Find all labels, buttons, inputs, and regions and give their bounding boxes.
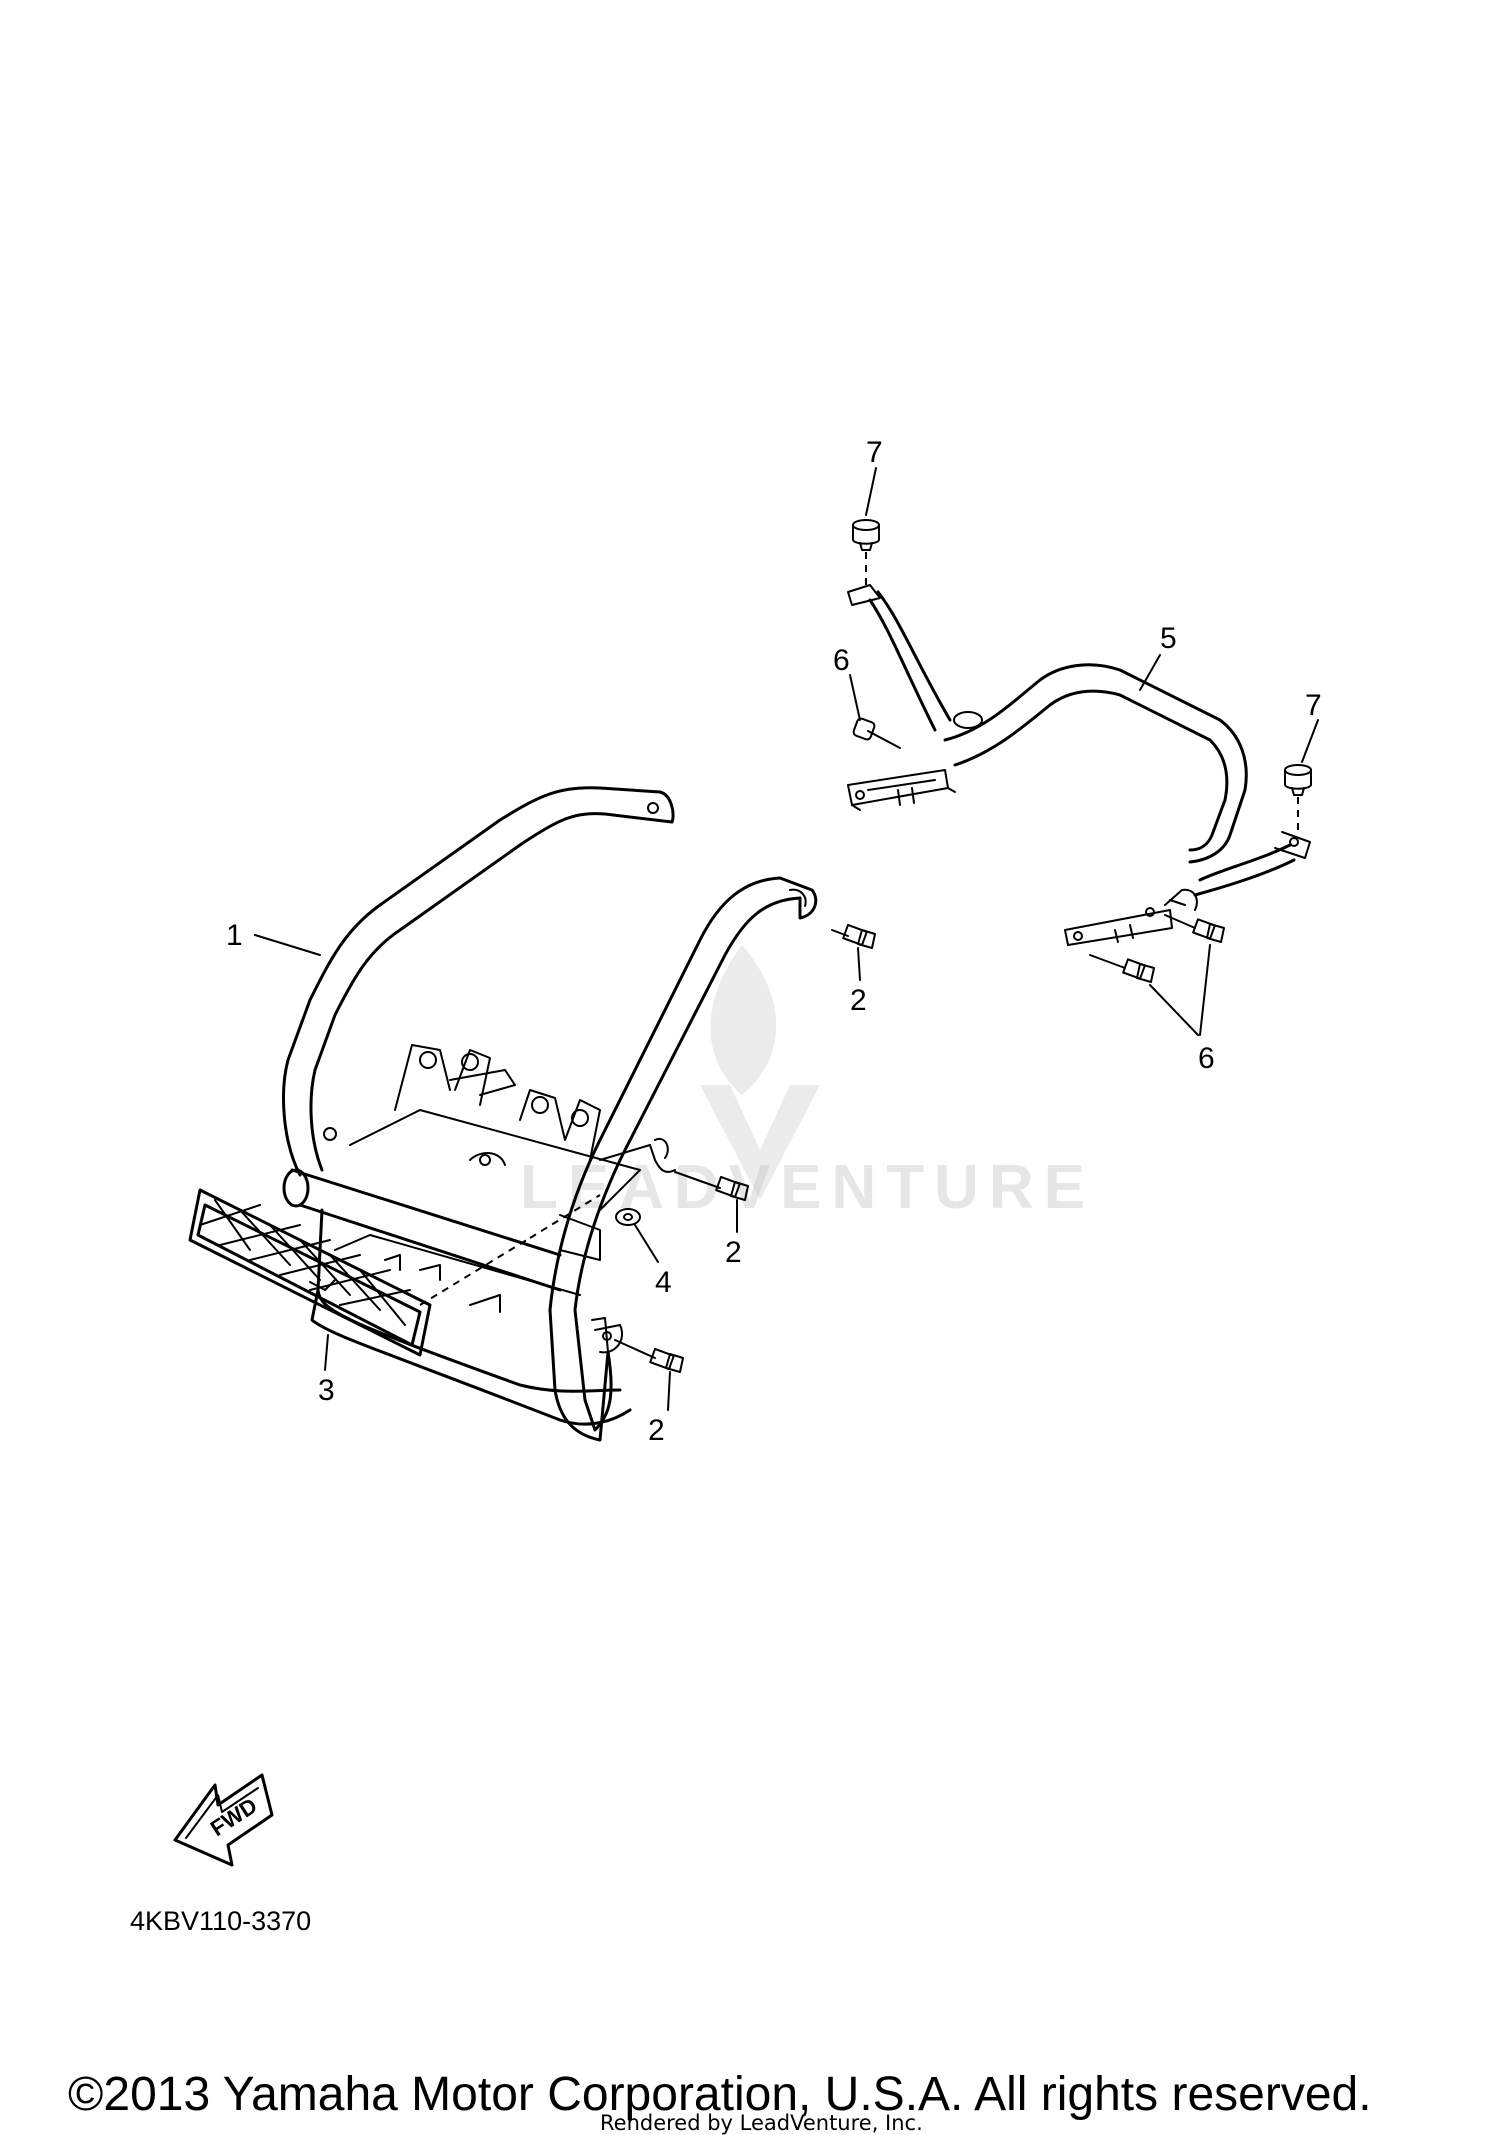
- part-5-rear-guard: [847, 584, 1311, 946]
- assembly-line-grille: [419, 1237, 531, 1306]
- callout-7-right: 7: [1305, 689, 1322, 722]
- callout-6-top: 6: [833, 644, 850, 677]
- callout-5: 5: [1160, 622, 1177, 655]
- copyright-notice: ©2013 Yamaha Motor Corporation, U.S.A. A…: [68, 2068, 1372, 2121]
- leader-3: [324, 1334, 329, 1371]
- callout-4: 4: [655, 1266, 672, 1299]
- leader-4: [634, 1224, 659, 1263]
- rendered-by: Rendered by LeadVenture, Inc.: [600, 2111, 923, 2135]
- part-6-screw-top: [852, 717, 901, 749]
- part-2-bolt-lower: [614, 1339, 684, 1373]
- leader-2a: [857, 947, 861, 981]
- callout-7-left: 7: [866, 436, 883, 469]
- leader-5: [1139, 654, 1161, 691]
- leader-6b: [1149, 944, 1211, 1036]
- leader-1: [254, 934, 321, 956]
- part-4-washer: [615, 1208, 641, 1226]
- callout-2-middle: 2: [725, 1236, 742, 1269]
- part-7-cap-left: [852, 519, 880, 590]
- part-1-front-guard: [282, 786, 818, 1442]
- callout-2-lower: 2: [648, 1414, 665, 1447]
- part-6-screw-right-lower: [1089, 954, 1155, 983]
- leadventure-logo-watermark-icon: [700, 945, 820, 1200]
- part-7-cap-right: [1284, 764, 1312, 835]
- callout-2-upper: 2: [850, 984, 867, 1017]
- leader-7b: [1301, 719, 1319, 763]
- fwd-arrow-icon: [173, 1773, 274, 1867]
- callout-1: 1: [226, 919, 243, 952]
- watermark-text: LEADVENTURE: [520, 1153, 1095, 1222]
- assembly-line-bolt-left: [529, 1194, 601, 1239]
- part-6-screw-right-upper: [1164, 914, 1225, 943]
- callout-3: 3: [318, 1374, 335, 1407]
- part-2-bolt-middle: [674, 1171, 749, 1201]
- part-3-grille: [188, 1188, 432, 1357]
- callout-6-right: 6: [1198, 1042, 1215, 1075]
- leader-6a: [849, 674, 861, 721]
- diagram-code: 4KBV110-3370: [130, 1906, 311, 1936]
- leader-2c: [667, 1371, 671, 1411]
- part-2-bolt-upper: [831, 924, 876, 949]
- leader-7a: [865, 467, 877, 516]
